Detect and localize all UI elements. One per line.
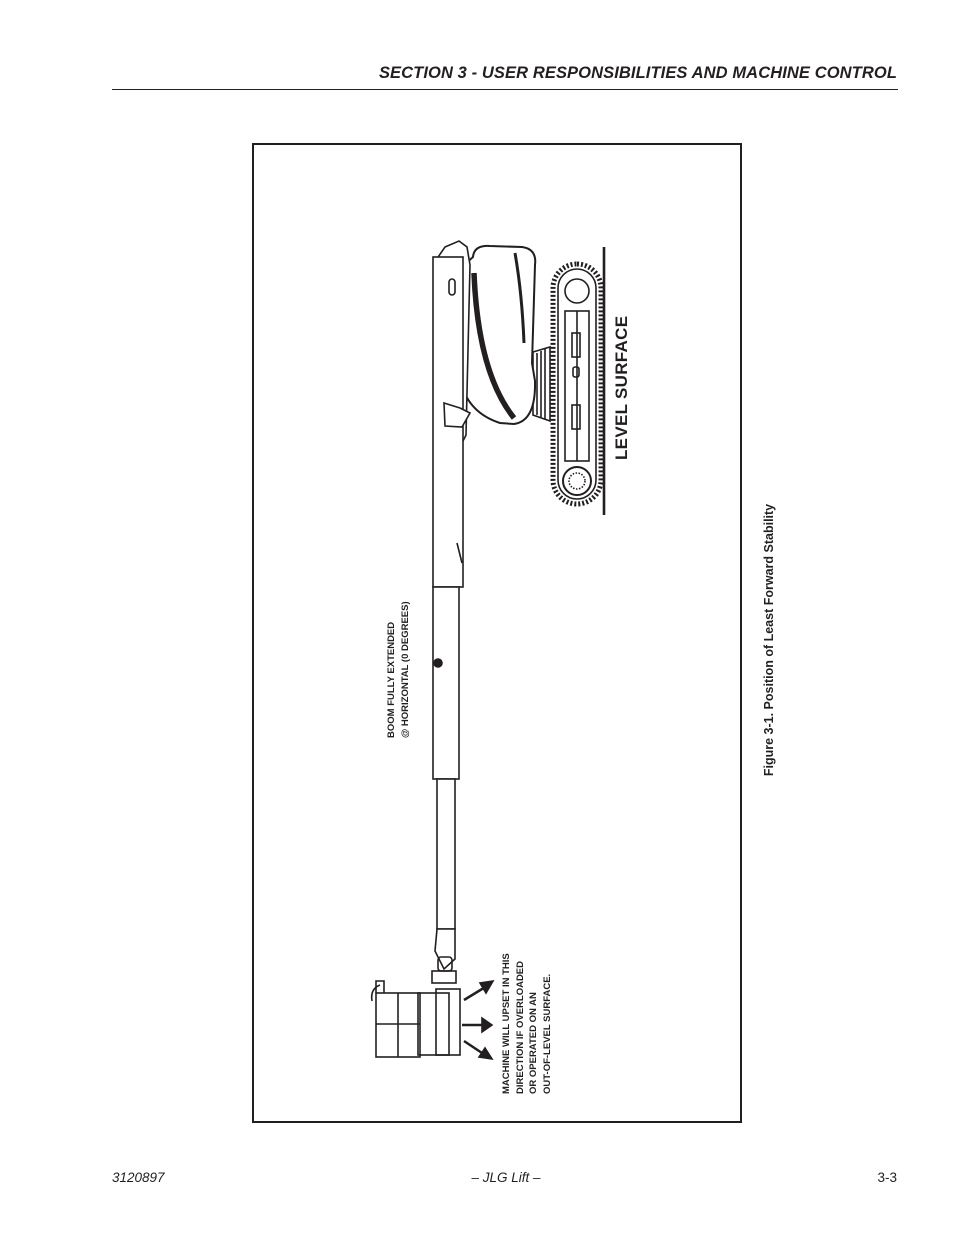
boom-base-section	[432, 240, 472, 588]
boom-fly-section	[436, 778, 456, 930]
track-undercarriage	[550, 261, 604, 507]
figure-frame	[252, 143, 742, 1123]
header-rule	[112, 89, 898, 90]
footer-doc-number: 3120897	[112, 1170, 165, 1185]
footer-center: – JLG Lift –	[471, 1170, 541, 1185]
machine-illustration	[370, 240, 606, 1061]
turntable	[456, 244, 537, 426]
jib-rotator	[431, 928, 457, 984]
level-surface-label: LEVEL SURFACE	[612, 315, 631, 460]
upset-warning-label: MACHINE WILL UPSET IN THIS DIRECTION IF …	[501, 953, 553, 1094]
figure-caption: Figure 3-1. Position of Least Forward St…	[762, 503, 776, 777]
boom-extended-label: BOOM FULLY EXTENDED @ HORIZONTAL (0 DEGR…	[386, 601, 411, 738]
footer-page-number: 3-3	[877, 1170, 897, 1185]
boom-mid-section	[432, 586, 460, 780]
boom-midpoint-marker	[433, 658, 443, 668]
page-header-title: SECTION 3 - USER RESPONSIBILITIES AND MA…	[378, 64, 897, 82]
upset-arrows	[462, 979, 495, 1061]
platform	[370, 980, 461, 1058]
